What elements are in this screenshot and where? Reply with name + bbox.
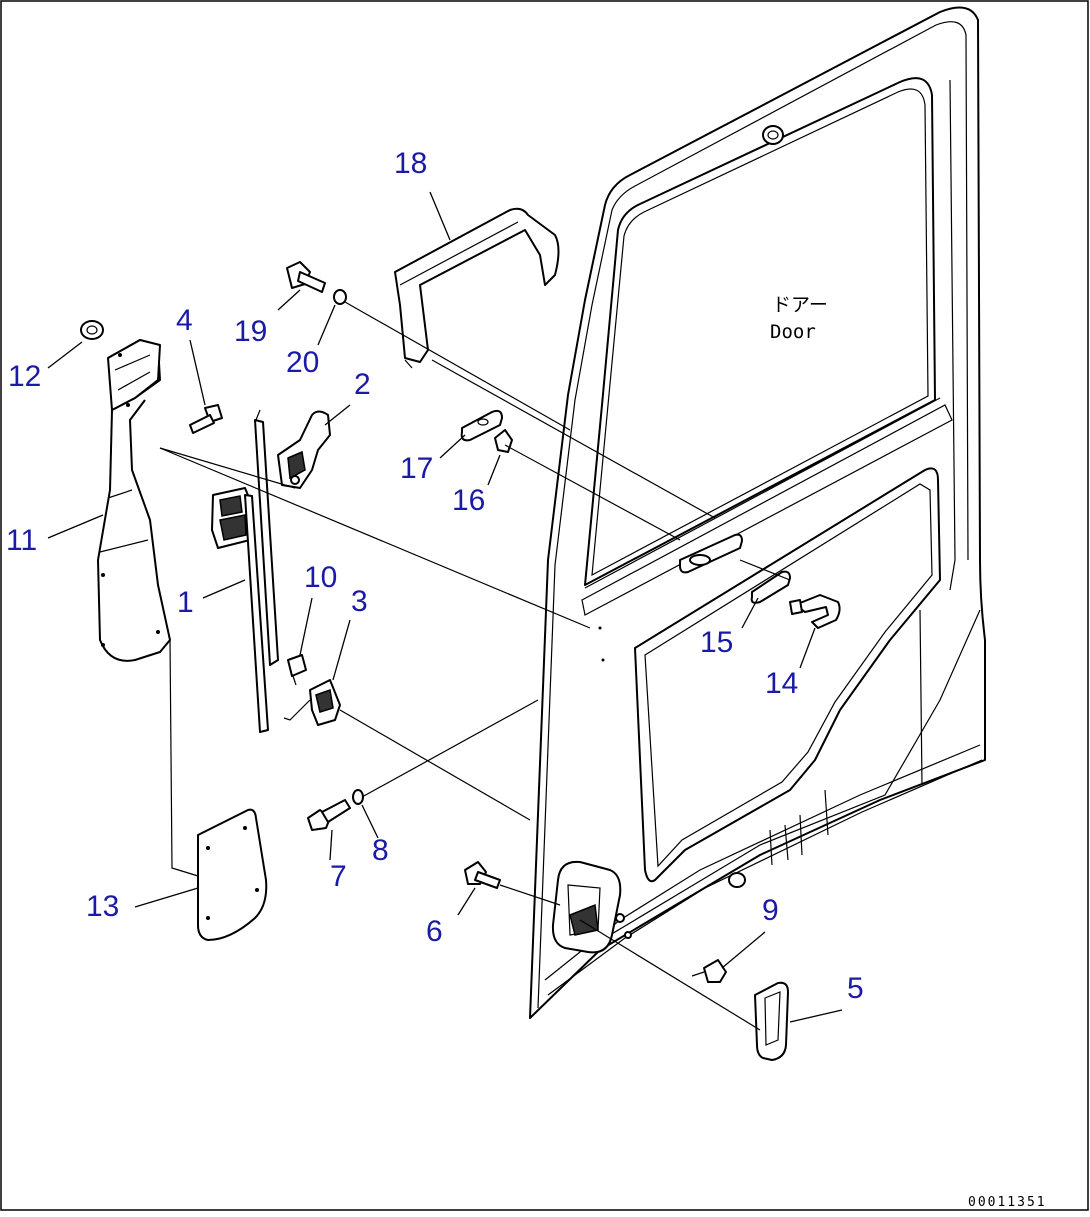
part-5-outer-handle bbox=[754, 981, 789, 1061]
callout-19: 19 bbox=[234, 315, 267, 348]
part-8-washer bbox=[352, 789, 364, 805]
callout-17: 17 bbox=[400, 452, 433, 485]
part-1-latch-assembly bbox=[211, 409, 279, 733]
part-15-plate bbox=[750, 570, 791, 604]
callout-11: 11 bbox=[6, 524, 37, 557]
part-14-u-bolt bbox=[789, 594, 841, 629]
part-9-clip bbox=[691, 959, 727, 983]
callout-20: 20 bbox=[286, 346, 319, 379]
part-7-bolt bbox=[307, 799, 351, 831]
part-19-bolt bbox=[286, 261, 326, 293]
callout-labels: 1 2 3 4 5 6 7 8 9 10 11 12 13 14 15 16 1… bbox=[6, 147, 864, 1005]
door-panel bbox=[529, 6, 986, 1019]
door-label-en: Door bbox=[770, 321, 816, 343]
callout-3: 3 bbox=[351, 585, 368, 618]
part-12-cap-bolt bbox=[80, 320, 104, 340]
part-11-trim-cover bbox=[97, 339, 171, 662]
callout-10: 10 bbox=[304, 561, 337, 594]
part-2-upper-latch bbox=[277, 410, 331, 489]
callout-4: 4 bbox=[176, 304, 193, 337]
part-10-clip bbox=[287, 654, 307, 686]
callout-5: 5 bbox=[847, 972, 864, 1005]
callout-12: 12 bbox=[8, 360, 41, 393]
callout-8: 8 bbox=[372, 834, 389, 867]
part-20-washer bbox=[333, 289, 347, 305]
callout-13: 13 bbox=[86, 890, 119, 923]
callout-18: 18 bbox=[394, 147, 427, 180]
part-16-washer bbox=[494, 429, 513, 453]
part-13-lower-cover bbox=[197, 808, 268, 941]
part-6-bolt bbox=[464, 861, 501, 889]
reference-code: 00011351 bbox=[968, 1195, 1047, 1210]
callout-9: 9 bbox=[762, 894, 779, 927]
callout-1: 1 bbox=[177, 586, 194, 619]
part-4-bolt bbox=[189, 404, 223, 434]
callout-7: 7 bbox=[330, 860, 347, 893]
callout-2: 2 bbox=[354, 368, 371, 401]
assembly-lines bbox=[159, 301, 791, 1031]
callout-16: 16 bbox=[452, 484, 485, 517]
leader-lines bbox=[47, 191, 843, 1023]
callout-6: 6 bbox=[426, 915, 443, 948]
callout-15: 15 bbox=[700, 626, 733, 659]
part-17-plate bbox=[460, 409, 503, 442]
callout-14: 14 bbox=[765, 667, 798, 700]
door-label-jp: ドアー bbox=[772, 294, 828, 316]
part-3-lower-latch bbox=[283, 679, 341, 726]
part-18-grab-handle bbox=[394, 207, 560, 369]
